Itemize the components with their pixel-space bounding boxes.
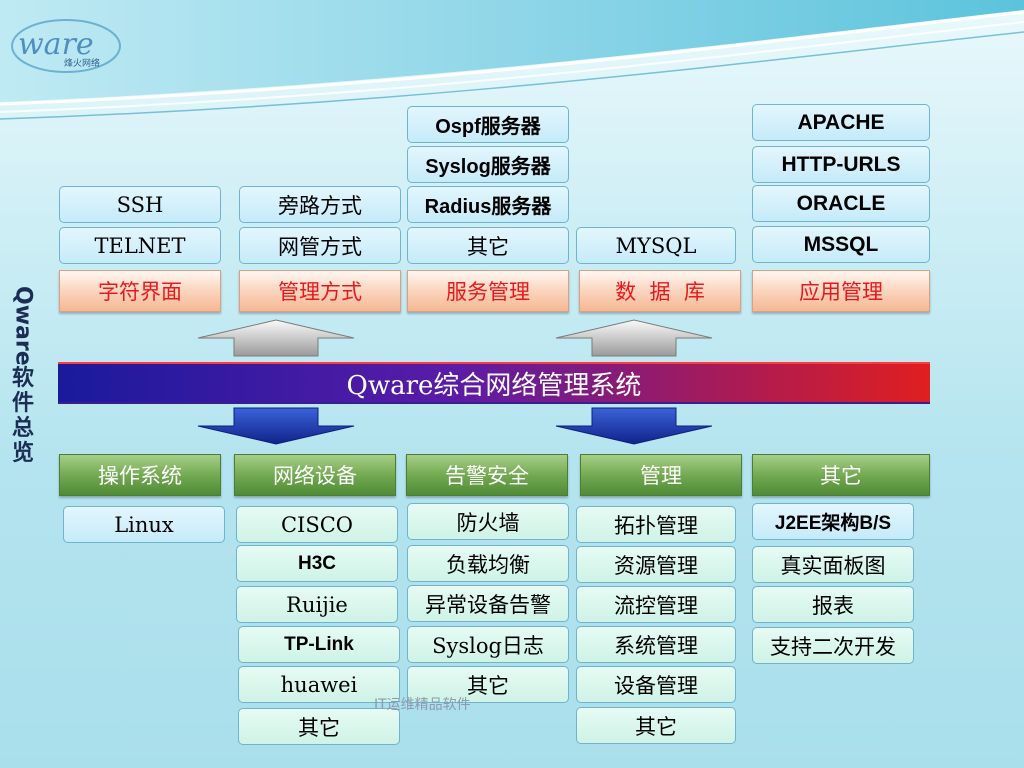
bottom-item-linux: Linux [63, 506, 225, 543]
bottom-item-topology: 拓扑管理 [576, 506, 736, 543]
top-item-oracle: ORACLE [752, 185, 930, 222]
bottom-item-system-mgmt: 系统管理 [576, 626, 736, 663]
up-arrow-right-icon [555, 319, 713, 357]
logo-subtext: 烽火网络 [64, 57, 100, 69]
bottom-item-device-other: 其它 [238, 708, 400, 745]
top-item-bypass: 旁路方式 [239, 186, 401, 223]
top-item-radius: Radius服务器 [407, 186, 569, 223]
category-os: 操作系统 [59, 454, 221, 496]
logo-swirl-icon: ware 烽火网络 [11, 19, 121, 73]
top-item-ssh: SSH [59, 186, 221, 223]
logo-text: ware [18, 27, 94, 62]
top-item-ospf: Ospf服务器 [407, 106, 569, 143]
bottom-item-secondary-dev: 支持二次开发 [752, 627, 914, 664]
side-title-latin: Qware [10, 286, 36, 366]
main-system-bar: Qware综合网络管理系统 [58, 362, 930, 404]
header-wave-decoration [0, 0, 1024, 120]
bottom-item-j2ee: J2EE架构B/S [752, 503, 914, 540]
category-char-interface: 字符界面 [59, 270, 221, 312]
bottom-item-ruijie: Ruijie [236, 586, 398, 623]
qware-logo: ware 烽火网络 [8, 10, 126, 78]
top-item-nms-mode: 网管方式 [239, 227, 401, 264]
category-other: 其它 [752, 454, 930, 496]
down-arrow-right-icon [555, 407, 713, 445]
category-service-management: 服务管理 [407, 270, 569, 312]
category-management-mode: 管理方式 [239, 270, 401, 312]
top-item-apache: APACHE [752, 104, 930, 141]
bottom-item-load-balance: 负载均衡 [407, 545, 569, 582]
bottom-item-firewall: 防火墙 [407, 503, 569, 540]
top-item-telnet: TELNET [59, 227, 221, 264]
top-item-service-other: 其它 [407, 227, 569, 264]
bottom-item-flow-control: 流控管理 [576, 586, 736, 623]
side-title: Qware 软件总览 [6, 286, 40, 466]
category-database: 数 据 库 [579, 270, 741, 312]
bottom-item-cisco: CISCO [236, 506, 398, 543]
down-arrow-left-icon [197, 407, 355, 445]
bottom-item-alarm-other: 其它 [407, 666, 569, 703]
side-title-chinese: 软件总览 [12, 365, 35, 466]
top-item-http-urls: HTTP-URLS [752, 146, 930, 183]
bottom-item-device-mgmt: 设备管理 [576, 666, 736, 703]
bottom-item-abnormal-alarm: 异常设备告警 [407, 585, 569, 622]
bottom-item-huawei: huawei [238, 666, 400, 703]
top-item-mssql: MSSQL [752, 226, 930, 263]
bottom-item-real-panel: 真实面板图 [752, 546, 914, 583]
category-alarm-security: 告警安全 [406, 454, 568, 496]
category-management: 管理 [580, 454, 742, 496]
bottom-item-tp-link: TP-Link [238, 626, 400, 663]
bottom-item-syslog-log: Syslog日志 [407, 626, 569, 663]
footer-text: IT运维精品软件 [374, 697, 471, 713]
bottom-item-report: 报表 [752, 586, 914, 623]
bottom-item-h3c: H3C [236, 545, 398, 582]
top-item-mysql: MYSQL [576, 227, 736, 264]
category-application-management: 应用管理 [752, 270, 930, 312]
up-arrow-left-icon [197, 319, 355, 357]
bottom-item-resource: 资源管理 [576, 546, 736, 583]
top-item-syslog: Syslog服务器 [407, 146, 569, 183]
category-network-devices: 网络设备 [234, 454, 396, 496]
bottom-item-mgmt-other: 其它 [576, 707, 736, 744]
